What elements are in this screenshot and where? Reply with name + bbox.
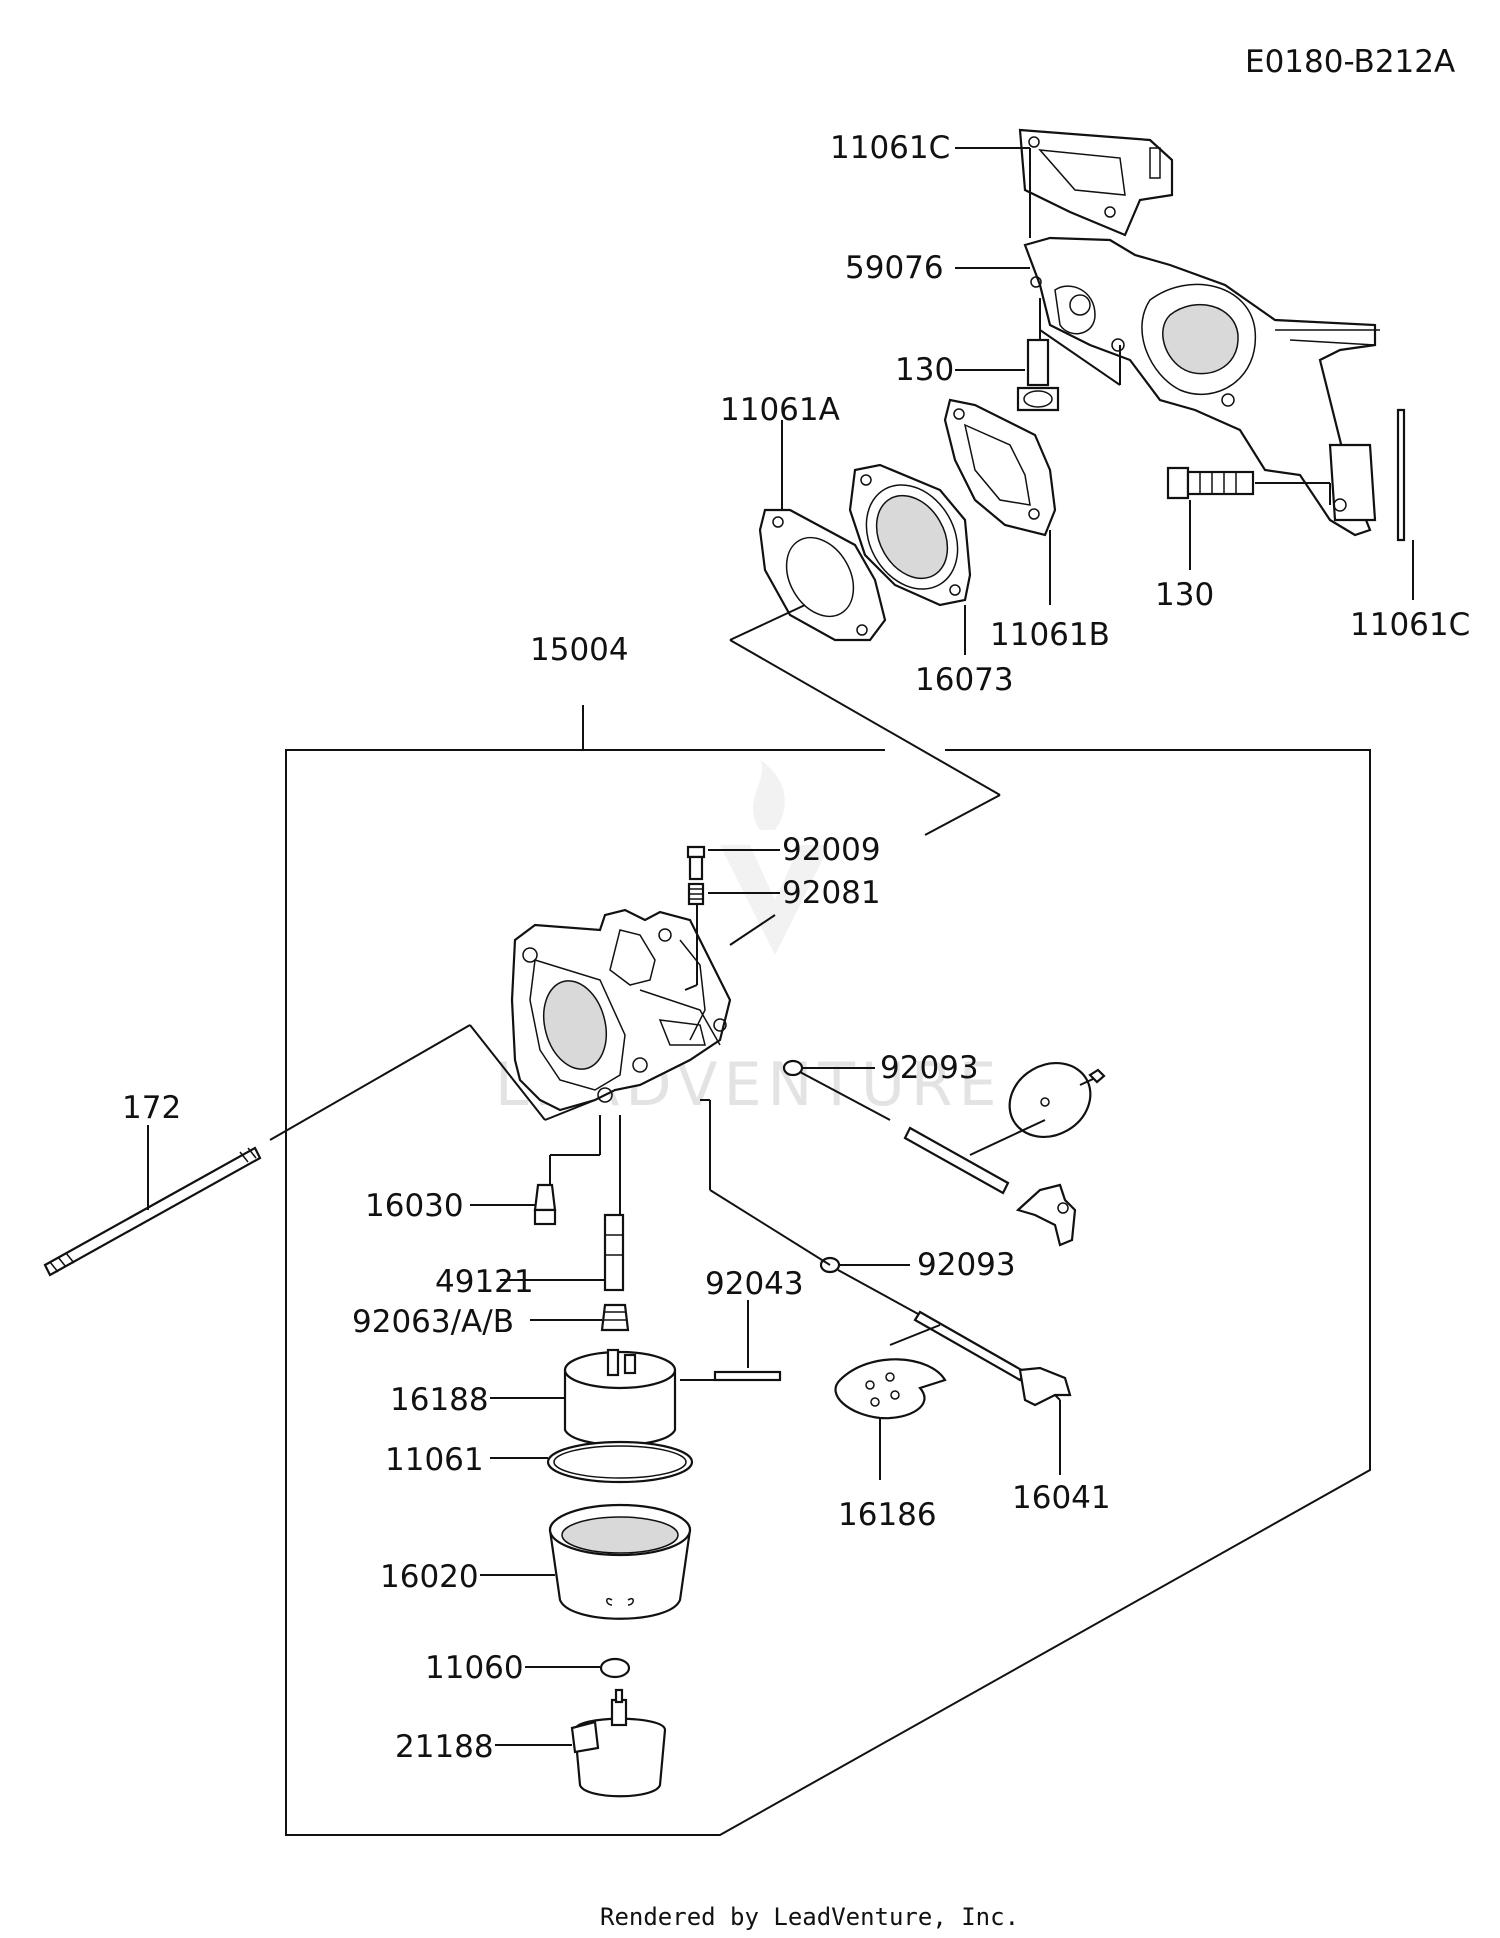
label-11061c-right[interactable]: 11061C [1350,607,1470,643]
gasket-11061a[interactable] [758,508,887,642]
label-92009[interactable]: 92009 [782,832,881,868]
carburetor-body[interactable] [510,908,732,1112]
label-16186[interactable]: 16186 [838,1497,937,1533]
main-jet-92063[interactable] [600,1303,630,1332]
label-11060[interactable]: 11060 [425,1650,524,1686]
footer-credit: Rendered by LeadVenture, Inc. [600,1903,1019,1931]
label-16041[interactable]: 16041 [1012,1480,1111,1516]
pin-92043[interactable] [713,1370,782,1382]
label-92063-a-b[interactable]: 92063/A/B [352,1304,514,1340]
label-49121[interactable]: 49121 [435,1264,534,1300]
label-130-a[interactable]: 130 [895,352,954,388]
label-11061[interactable]: 11061 [385,1442,484,1478]
bolt-130-b[interactable] [1166,466,1255,500]
label-15004[interactable]: 15004 [530,632,629,668]
label-11061c-top[interactable]: 11061C [830,130,950,166]
gasket-11061c-top[interactable] [1018,128,1174,237]
pilot-jet-16030[interactable] [533,1183,557,1226]
choke-shaft-16041[interactable] [819,1256,1072,1407]
label-130-b[interactable]: 130 [1155,577,1214,613]
gasket-11061c-edge[interactable] [1396,408,1406,542]
label-11061b[interactable]: 11061B [990,617,1110,653]
insulator-16073[interactable] [848,463,976,607]
diagram-code: E0180-B212A [1245,44,1455,80]
label-21188[interactable]: 21188 [395,1729,494,1765]
bolt-130-a[interactable] [1016,338,1060,412]
screw-92009[interactable] [686,845,706,881]
stud-172[interactable] [43,1146,262,1277]
oring-11061[interactable] [546,1440,694,1484]
float-16188[interactable] [563,1348,677,1447]
gasket-11061b[interactable] [943,398,1057,537]
fuel-solenoid-21188[interactable] [570,1688,667,1798]
washer-11060[interactable] [599,1657,631,1679]
part-labels: 11061C 59076 130 11061A 130 11061B 11061… [122,130,1470,1765]
inner-leader-lines [147,849,1061,1746]
float-bowl-16020[interactable] [548,1503,692,1620]
label-92093-a[interactable]: 92093 [880,1050,979,1086]
label-16188[interactable]: 16188 [390,1382,489,1418]
label-16030[interactable]: 16030 [365,1188,464,1224]
choke-plate-16186[interactable] [834,1358,947,1420]
label-16020[interactable]: 16020 [380,1559,479,1595]
throttle-shaft-group[interactable] [782,1049,1106,1247]
watermark-logo [720,760,830,955]
intake-manifold-59076[interactable] [1023,236,1380,537]
assembly-boundary-15004 [285,749,1371,1836]
spring-92081[interactable] [687,882,705,906]
label-92081[interactable]: 92081 [782,875,881,911]
label-59076[interactable]: 59076 [845,250,944,286]
label-11061a[interactable]: 11061A [720,392,840,428]
label-16073[interactable]: 16073 [915,662,1014,698]
emulsion-tube-49121[interactable] [603,1213,625,1292]
label-172[interactable]: 172 [122,1090,181,1126]
label-92043[interactable]: 92043 [705,1266,804,1302]
label-92093-b[interactable]: 92093 [917,1247,1016,1283]
top-leader-lines [729,147,1414,836]
